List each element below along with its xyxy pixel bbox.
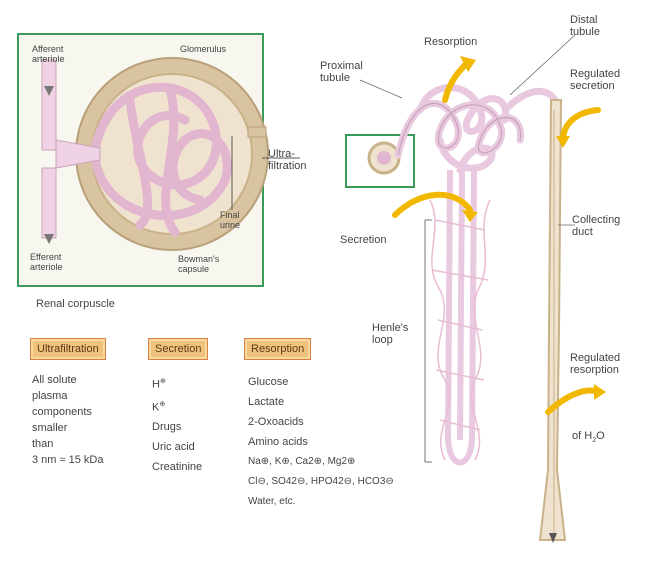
distal-tubule-label: Distal tubule <box>570 14 600 38</box>
ultrafiltration-list: All solute plasma components smaller tha… <box>32 372 103 468</box>
resorption-box: Resorption <box>244 338 311 360</box>
list-item: H⊕ <box>152 372 202 395</box>
ions-line-3: Water, etc. <box>248 492 394 512</box>
proximal-tubule-label: Proximal tubule <box>320 60 363 84</box>
efferent-label: Efferent arteriole <box>30 252 63 272</box>
of-h2o-label: of H2O <box>572 430 605 447</box>
regulated-secretion-label: Regulated secretion <box>570 68 620 92</box>
ions-line-2: Cl⊖, SO42⊖, HPO42⊖, HCO3⊖ <box>248 472 394 492</box>
afferent-arteriole <box>42 60 56 150</box>
regulated-resorption-label: Regulated resorption <box>570 352 620 376</box>
list-item: smaller <box>32 420 103 436</box>
resorption-top-label: Resorption <box>424 36 477 48</box>
collecting-duct <box>540 100 565 540</box>
efferent-arteriole <box>42 168 56 238</box>
list-item: Glucose <box>248 372 394 392</box>
capsule-outlet <box>248 127 266 137</box>
list-item: Lactate <box>248 392 394 412</box>
list-item: 3 nm ≈ 15 kDa <box>32 452 103 468</box>
resorption-list: Glucose Lactate 2-Oxoacids Amino acids N… <box>248 372 394 512</box>
afferent-label: Afferent arteriole <box>32 44 65 64</box>
convoluted-tubule <box>398 88 520 171</box>
henle-loop-label: Henle's loop <box>372 322 408 346</box>
list-item: than <box>32 436 103 452</box>
secretion-list: H⊕ K⊕ Drugs Uric acid Creatinine <box>152 372 202 477</box>
list-item: Creatinine <box>152 457 202 477</box>
renal-corpuscle-caption: Renal corpuscle <box>36 298 115 310</box>
regulated-resorption-arrowhead <box>594 384 606 400</box>
regulated-secretion-arrow <box>563 110 598 140</box>
ultrafiltration-box: Ultrafiltration <box>30 338 106 360</box>
list-item: Amino acids <box>248 432 394 452</box>
list-item: Drugs <box>152 417 202 437</box>
final-urine-label: Final urine <box>220 210 240 230</box>
bowmans-label: Bowman's capsule <box>178 254 219 274</box>
list-item: Uric acid <box>152 437 202 457</box>
distal-tubule <box>505 91 555 160</box>
list-item: plasma <box>32 388 103 404</box>
list-item: All solute <box>32 372 103 388</box>
small-glomerulus <box>377 151 391 165</box>
ions-line-1: Na⊕, K⊕, Ca2⊕, Mg2⊕ <box>248 452 394 472</box>
ultrafiltration-side-label: Ultra- filtration <box>268 148 307 172</box>
secretion-box: Secretion <box>148 338 208 360</box>
glomerulus-label: Glomerulus <box>180 44 226 54</box>
collecting-duct-label: Collecting duct <box>572 214 620 238</box>
secretion-side-label: Secretion <box>340 234 386 246</box>
list-item: K⊕ <box>152 395 202 418</box>
list-item: components <box>32 404 103 420</box>
list-item: 2-Oxoacids <box>248 412 394 432</box>
